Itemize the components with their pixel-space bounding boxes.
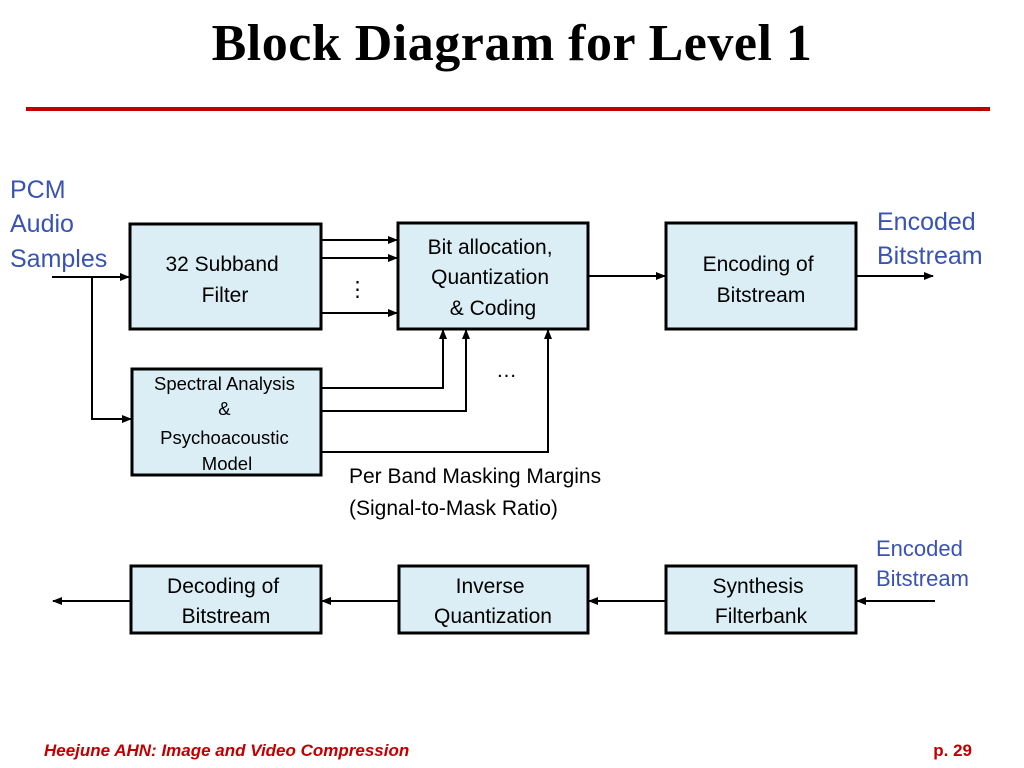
pcm-input-label: PCM Audio Samples [10,176,107,273]
footer-course-label: Heejune AHN: Image and Video Compression [44,741,410,760]
svg-text:Bit allocation, Quantiza: Bit allocation, Quantization & Coding [428,236,559,320]
subband-ellipsis: ⋮ [347,278,368,301]
psychoacoustic-block: Spectral Analysis & Psychoacoustic Model [130,367,323,477]
encoded-output-label: Encoded Bitstream [877,208,983,270]
smr-arrow-n [321,329,552,453]
subband-filter-block: 32 Subband Filter [128,222,323,331]
svg-text:Inverse Quantization: Inverse Quantization [434,575,552,628]
title-divider [26,107,990,111]
bit-allocation-block: Bit allocation, Quantization & Coding [396,221,590,331]
footer-page-number: p. 29 [933,741,972,760]
encoding-block: Encoding of Bitstream [664,221,858,331]
smr-arrow-2 [321,329,470,412]
margin-ellipsis: … [496,359,517,382]
inverse-quantization-block: Inverse Quantization [397,564,590,635]
pcm-to-psychoacoustic-arrow [91,277,132,423]
svg-text:32 Subband Filter: 32 Subband Filter [165,253,284,307]
decoding-block: Decoding of Bitstream [129,564,323,635]
svg-text:Synthesis Filterbank: Synthesis Filterbank [713,575,810,628]
synthesis-filterbank-block: Synthesis Filterbank [664,564,858,635]
svg-text:Decoding of Bitstream: Decoding of Bitstream [167,575,285,628]
masking-margins-label: Per Band Masking Margins (Signal-to-Mask… [349,465,607,520]
smr-arrow-1 [321,329,447,389]
decoder-input-label: Encoded Bitstream [876,536,969,591]
slide-title: Block Diagram for Level 1 [211,15,813,72]
svg-text:Spectral Analysis &: Spectral Analysis & Psychoacoustic Model [154,373,300,474]
svg-text:Encoding of Bitstream: Encoding of Bitstream [703,253,820,307]
